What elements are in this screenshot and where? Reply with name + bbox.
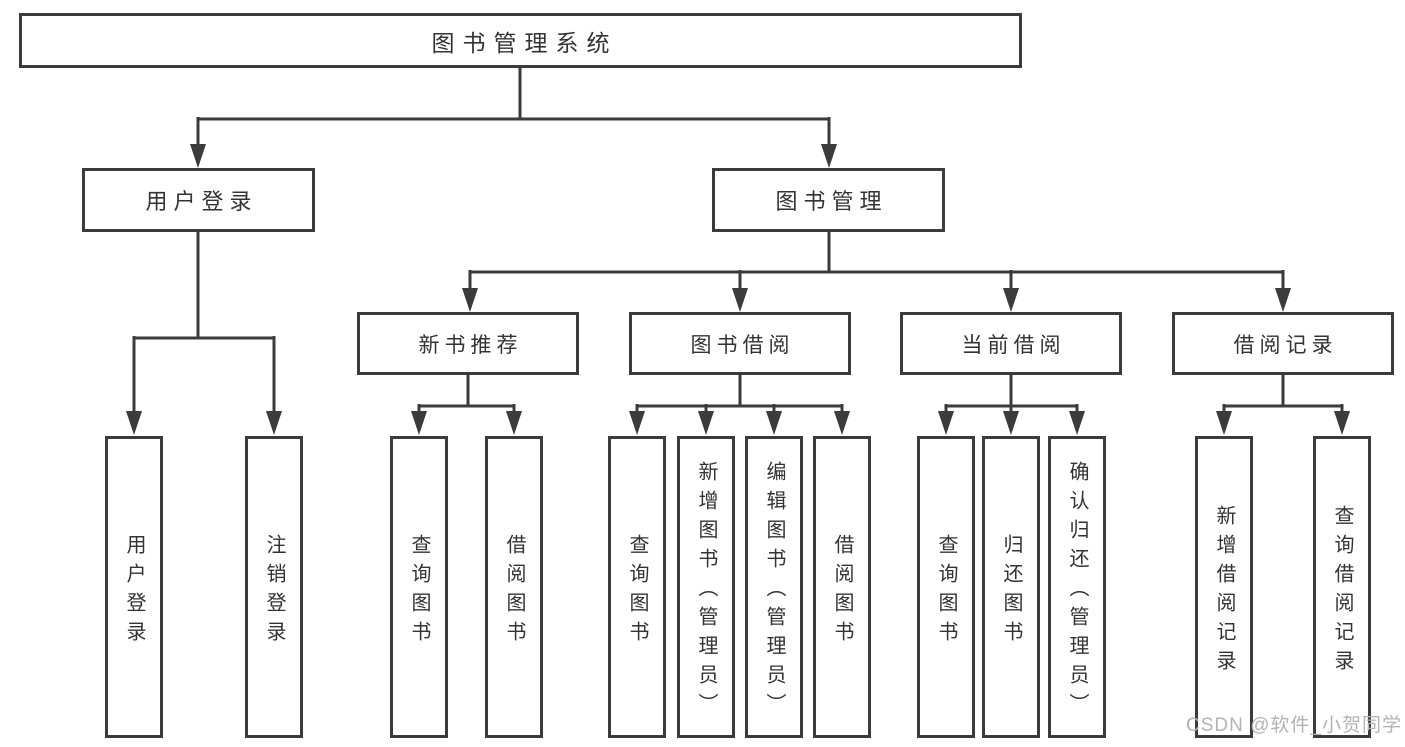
node-label: 新书推荐 [418,333,523,357]
node-label: 借阅记录 [1233,333,1338,357]
leaf-current-query-books: 查询图书 [917,436,975,738]
node-label: 借阅图书 [503,533,525,650]
leaf-current-return-books: 归还图书 [982,436,1040,738]
leaf-borrow-add-books-admin: 新增图书（管理员） [677,436,735,738]
node-borrowing-records: 借阅记录 [1172,312,1394,375]
node-label: 图书管理 [775,189,888,214]
node-label: 查询借阅记录 [1331,504,1353,679]
node-label: 归还图书 [1000,533,1022,650]
node-label: 当前借阅 [961,333,1066,357]
leaf-current-confirm-return-admin: 确认归还（管理员） [1048,436,1106,738]
node-label: 新增借阅记录 [1213,504,1235,679]
node-current-borrowing: 当前借阅 [900,312,1122,375]
node-label: 用户登录 [145,189,258,214]
node-label: 查询图书 [408,533,430,650]
leaf-borrow-query-books: 查询图书 [608,436,666,738]
leaf-newbook-borrow-books: 借阅图书 [485,436,543,738]
node-label: 确认归还（管理员） [1066,461,1088,722]
node-user-login: 用户登录 [82,168,315,232]
leaf-borrow-edit-books-admin: 编辑图书（管理员） [745,436,803,738]
leaf-record-query-borrow-record: 查询借阅记录 [1313,436,1371,738]
node-label: 借阅图书 [831,533,853,650]
csdn-watermark: CSDN @软件_小贺同学 [1186,715,1402,736]
node-label: 新增图书（管理员） [695,461,717,722]
node-label: 图书借阅 [690,333,795,357]
node-label: 编辑图书（管理员） [763,461,785,722]
leaf-user-login: 用户登录 [105,436,163,738]
leaf-newbook-query-books: 查询图书 [390,436,448,738]
node-root-library-system: 图书管理系统 [19,13,1022,68]
node-label: 注销登录 [263,533,285,650]
leaf-borrow-borrow-books: 借阅图书 [813,436,871,738]
node-label: 图书管理系统 [431,29,618,56]
node-new-book-recommend: 新书推荐 [357,312,579,375]
node-book-borrowing: 图书借阅 [629,312,851,375]
node-label: 查询图书 [935,533,957,650]
node-book-management: 图书管理 [712,168,945,232]
leaf-logout: 注销登录 [245,436,303,738]
node-label: 用户登录 [123,533,145,650]
node-label: 查询图书 [626,533,648,650]
leaf-record-add-borrow-record: 新增借阅记录 [1195,436,1253,738]
